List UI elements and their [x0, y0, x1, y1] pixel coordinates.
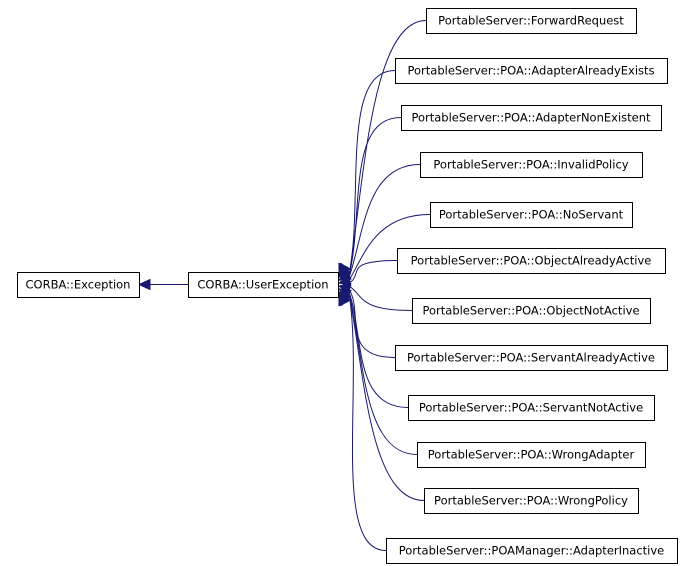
- edge-line: [348, 70, 396, 276]
- class-node-oaa[interactable]: PortableServer::POA::ObjectAlreadyActive: [397, 248, 666, 274]
- edge-line: [348, 291, 409, 408]
- arrowhead-icon: [137, 278, 151, 291]
- node-box: [395, 345, 668, 371]
- edge-line: [348, 260, 398, 284]
- node-box: [420, 152, 643, 178]
- edge-line: [348, 117, 402, 276]
- class-node-userexception[interactable]: CORBA::UserException: [188, 272, 339, 298]
- class-node-fwd[interactable]: PortableServer::ForwardRequest: [426, 8, 637, 34]
- node-label: PortableServer::POA::ServantAlreadyActiv…: [407, 351, 655, 365]
- node-label: PortableServer::POAManager::AdapterInact…: [399, 544, 665, 558]
- edges-layer: [137, 20, 431, 551]
- class-node-exception[interactable]: CORBA::Exception: [17, 272, 140, 298]
- edge-line: [348, 285, 413, 311]
- node-box: [426, 8, 637, 34]
- node-label: PortableServer::POA::ObjectAlreadyActive: [411, 254, 652, 268]
- class-node-ip[interactable]: PortableServer::POA::InvalidPolicy: [420, 152, 643, 178]
- node-label: PortableServer::POA::AdapterNonExistent: [411, 111, 651, 125]
- class-node-ns[interactable]: PortableServer::POA::NoServant: [430, 202, 633, 228]
- edge-line: [348, 288, 396, 358]
- arrowhead-icon: [338, 292, 349, 307]
- edge-line: [348, 293, 387, 551]
- edge-ane-to-userexception: [338, 117, 402, 277]
- node-label: PortableServer::POA::NoServant: [439, 208, 624, 222]
- node-box: [430, 202, 633, 228]
- node-box: [395, 58, 668, 84]
- class-node-sna[interactable]: PortableServer::POA::ServantNotActive: [408, 395, 655, 421]
- edge-line: [348, 214, 431, 281]
- class-node-saa[interactable]: PortableServer::POA::ServantAlreadyActiv…: [395, 345, 668, 371]
- class-node-ona[interactable]: PortableServer::POA::ObjectNotActive: [412, 298, 651, 324]
- node-label: PortableServer::POA::WrongAdapter: [428, 448, 635, 462]
- edge-line: [348, 293, 425, 501]
- node-box: [417, 442, 646, 468]
- node-label: PortableServer::POA::ObjectNotActive: [422, 304, 639, 318]
- node-label: CORBA::Exception: [26, 278, 131, 292]
- edge-userexception-to-exception: [137, 278, 188, 291]
- node-box: [412, 298, 651, 324]
- node-label: PortableServer::POA::InvalidPolicy: [433, 158, 628, 172]
- edge-wa-to-userexception: [338, 292, 418, 455]
- node-box: [17, 272, 140, 298]
- node-box: [188, 272, 339, 298]
- node-box: [408, 395, 655, 421]
- node-label: PortableServer::POA::ServantNotActive: [419, 401, 643, 415]
- class-node-ane[interactable]: PortableServer::POA::AdapterNonExistent: [401, 105, 662, 131]
- edge-line: [348, 293, 418, 455]
- edge-pmai-to-userexception: [338, 292, 387, 551]
- node-label: PortableServer::ForwardRequest: [438, 14, 624, 28]
- class-node-aae[interactable]: PortableServer::POA::AdapterAlreadyExist…: [395, 58, 668, 84]
- node-label: PortableServer::POA::WrongPolicy: [434, 494, 628, 508]
- edge-line: [348, 164, 421, 278]
- node-box: [397, 248, 666, 274]
- class-node-wp[interactable]: PortableServer::POA::WrongPolicy: [424, 488, 639, 514]
- class-node-pmai[interactable]: PortableServer::POAManager::AdapterInact…: [386, 538, 678, 564]
- edge-aae-to-userexception: [338, 70, 396, 277]
- node-label: PortableServer::POA::AdapterAlreadyExist…: [407, 64, 654, 78]
- node-box: [424, 488, 639, 514]
- node-label: CORBA::UserException: [197, 278, 328, 292]
- class-node-wa[interactable]: PortableServer::POA::WrongAdapter: [417, 442, 646, 468]
- node-box: [401, 105, 662, 131]
- node-box: [386, 538, 678, 564]
